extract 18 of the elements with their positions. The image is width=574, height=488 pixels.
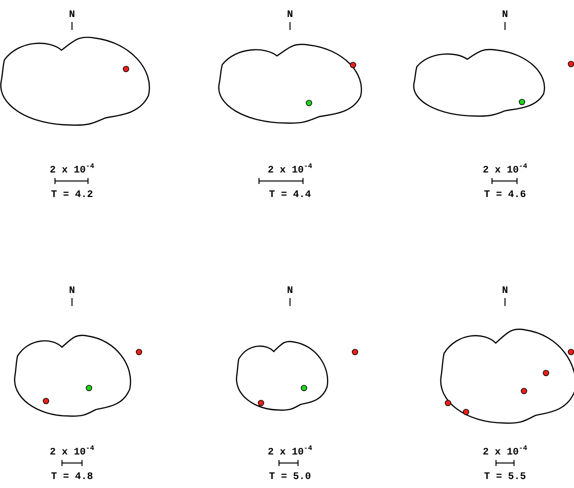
- north-label: N: [502, 286, 508, 298]
- scale-label: 2 x 10$^{-4}$: [268, 444, 312, 460]
- north-label: N: [69, 286, 75, 298]
- north-label: N: [69, 10, 75, 22]
- time-label: T = 4.2: [51, 190, 93, 202]
- time-label: T = 4.8: [51, 472, 93, 484]
- scale-label: 2 x 10$^{-4}$: [482, 444, 528, 460]
- scale-label: 2 x 10$^{-4}$: [50, 162, 94, 178]
- north-label: N: [502, 10, 508, 22]
- time-label: T = 5.5: [484, 472, 526, 484]
- scale-label: 2 x 10$^{-4}$: [268, 162, 312, 178]
- scale-label: 2 x 10$^{-4}$: [482, 162, 528, 178]
- time-label: T = 5.0: [269, 472, 311, 484]
- time-label: T = 4.4: [269, 190, 311, 202]
- north-label: N: [287, 10, 293, 22]
- scale-label: 2 x 10$^{-4}$: [50, 444, 94, 460]
- time-label: T = 4.6: [484, 190, 526, 202]
- north-label: N: [287, 286, 293, 298]
